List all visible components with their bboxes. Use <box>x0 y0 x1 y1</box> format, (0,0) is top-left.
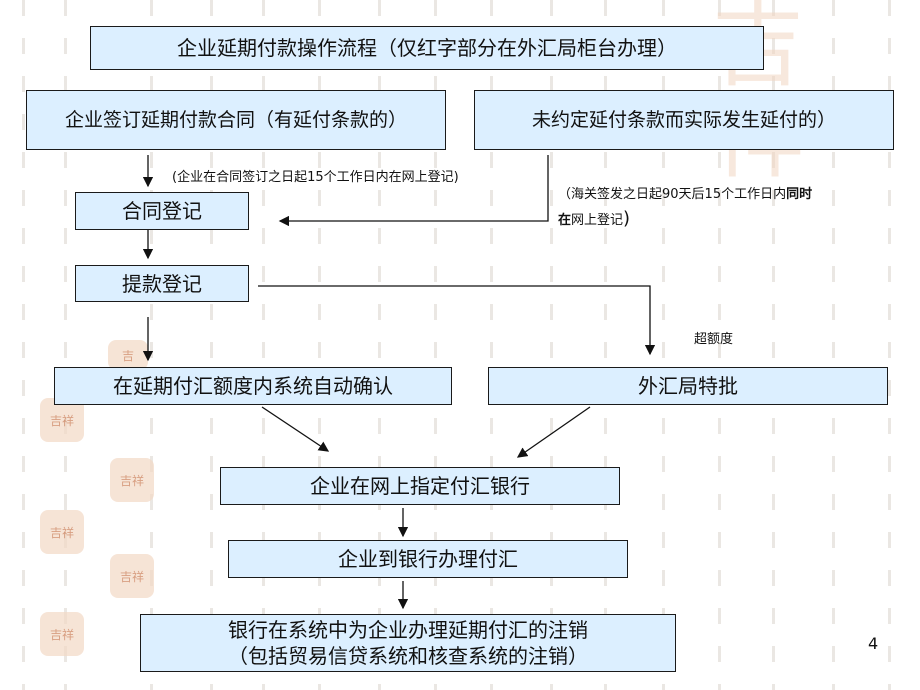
background-dash-line <box>832 0 835 690</box>
background-dash-line <box>262 0 265 690</box>
background-dash-line <box>210 0 213 690</box>
background-dash-line <box>490 0 493 690</box>
contract-register-box: 合同登记 <box>75 192 249 230</box>
background-dash-line <box>772 0 775 690</box>
cancel-box-line-2: （包括贸易信贷系统和核查系统的注销） <box>228 644 588 668</box>
note-right: （海关签发之日起90天后15个工作日内同时 在网上登记) <box>558 185 812 232</box>
decorative-seal-icon: 吉祥 <box>110 458 154 502</box>
decorative-seal-icon: 吉祥 <box>40 510 84 554</box>
page-number: 4 <box>868 634 879 653</box>
auto-confirm-box: 在延期付汇额度内系统自动确认 <box>54 367 452 405</box>
arrow-no-clause-to-register <box>278 155 549 227</box>
arrow-confirm-to-designate <box>261 406 330 452</box>
designate-bank-box: 企业在网上指定付汇银行 <box>220 467 620 505</box>
cancel-box: 银行在系统中为企业办理延期付汇的注销 （包括贸易信贷系统和核查系统的注销） <box>140 614 676 672</box>
decorative-seal-icon: 吉 <box>108 340 148 370</box>
background-dash-line <box>604 0 607 690</box>
withdraw-register-box: 提款登记 <box>75 265 249 302</box>
note-right-paren: ) <box>623 207 631 229</box>
go-bank-box: 企业到银行办理付汇 <box>228 540 628 578</box>
decorative-seal-icon: 吉祥 <box>110 554 154 598</box>
no-clause-box: 未约定延付条款而实际发生延付的） <box>474 90 894 150</box>
background-dash-line <box>662 0 665 690</box>
note-over-limit: 超额度 <box>694 332 734 347</box>
background-dash-line <box>64 0 67 690</box>
background-dash-line <box>150 0 153 690</box>
background-dash-line <box>318 0 321 690</box>
decorative-seal-icon: 吉祥 <box>40 398 84 442</box>
note-right-bold: 同时 <box>786 187 813 202</box>
background-dash-line <box>888 0 891 690</box>
note-right-text: 网上登记 <box>571 212 624 228</box>
background-dash-line <box>22 0 25 690</box>
note-right-text: （海关签发之日起90天后15个工作日内 <box>558 187 787 202</box>
note-left: (企业在合同签订之日起15个工作日内在网上登记) <box>172 170 459 185</box>
arrow-approval-to-designate <box>516 406 591 458</box>
safe-approval-box: 外汇局特批 <box>488 367 888 405</box>
arrow-withdraw-to-approval <box>258 285 656 356</box>
background-dash-line <box>550 0 553 690</box>
decorative-seal-icon: 吉祥 <box>40 612 84 656</box>
background-dash-line <box>434 0 437 690</box>
background-dash-line <box>718 0 721 690</box>
contract-signed-box: 企业签订延期付款合同（有延付条款的） <box>26 90 446 150</box>
note-right-bold: 在 <box>558 212 572 228</box>
cancel-box-line-1: 银行在系统中为企业办理延期付汇的注销 <box>228 618 588 642</box>
background-dash-line <box>378 0 381 690</box>
title-box: 企业延期付款操作流程（仅红字部分在外汇局柜台办理） <box>90 26 764 70</box>
